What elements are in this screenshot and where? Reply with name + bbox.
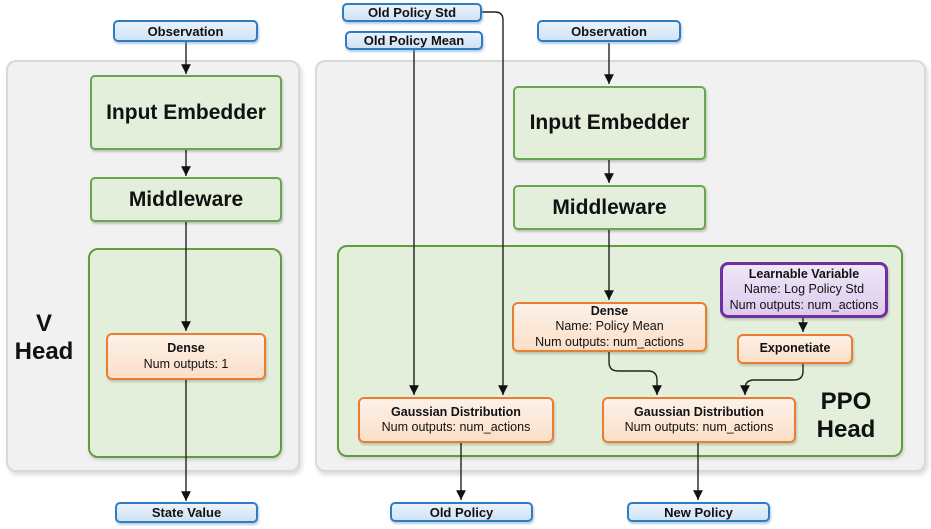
dense-name-ppo: Name: Policy Mean (555, 319, 664, 334)
gaussian-new-outputs: Num outputs: num_actions (624, 420, 774, 434)
middleware-node-ppo: Middleware (513, 185, 706, 230)
v-head-label-line1: V (35, 310, 52, 337)
observation-node-ppo: Observation (537, 20, 681, 42)
exponetiate-label: Exponetiate (759, 341, 831, 356)
observation-label-ppo: Observation (571, 23, 647, 39)
old-policy-label: Old Policy (429, 504, 494, 520)
dense-title-v: Dense (167, 341, 205, 355)
ppo-head-label-line1: PPO (820, 388, 872, 415)
observation-label-v: Observation (147, 23, 224, 39)
gaussian-old-outputs: Num outputs: num_actions (381, 420, 531, 434)
observation-node-v: Observation (113, 20, 258, 42)
new-policy-node: New Policy (627, 502, 770, 522)
edge-dense-to-gaussian-new (608, 352, 662, 395)
ppo-head-label-line2: Head (816, 416, 876, 443)
edge-old-policy-std-to-gaussian-old (482, 11, 508, 395)
new-policy-label: New Policy (664, 504, 733, 520)
input-embedder-label-v: Input Embedder (106, 100, 266, 124)
state-value-node: State Value (115, 502, 258, 523)
input-embedder-node-v: Input Embedder (90, 75, 282, 150)
dense-outputs-ppo: Num outputs: num_actions (535, 334, 684, 349)
gaussian-distribution-new-node: Gaussian Distribution Num outputs: num_a… (602, 397, 796, 443)
old-policy-std-label: Old Policy Std (367, 5, 457, 20)
learnable-variable-node: Learnable Variable Name: Log Policy Std … (720, 262, 888, 318)
learnable-variable-outputs: Num outputs: num_actions (729, 297, 879, 312)
old-policy-std-node: Old Policy Std (342, 3, 482, 22)
middleware-label-v: Middleware (128, 187, 244, 211)
old-policy-mean-node: Old Policy Mean (345, 31, 483, 50)
learnable-variable-title: Learnable Variable (748, 266, 860, 281)
dense-outputs-v: Num outputs: 1 (143, 356, 229, 371)
edge-exponetiate-to-gaussian-new (740, 364, 804, 395)
old-policy-node: Old Policy (390, 502, 533, 522)
gaussian-new-title: Gaussian Distribution (634, 404, 764, 419)
exponetiate-node: Exponetiate (737, 334, 853, 364)
dense-node-v: Dense Num outputs: 1 (106, 333, 266, 380)
middleware-label-ppo: Middleware (552, 195, 667, 219)
dense-title-ppo: Dense (590, 303, 629, 318)
input-embedder-label-ppo: Input Embedder (529, 111, 690, 134)
gaussian-distribution-old-node: Gaussian Distribution Num outputs: num_a… (358, 397, 554, 443)
v-head-label-line2: Head (14, 338, 74, 365)
middleware-node-v: Middleware (90, 177, 282, 222)
state-value-label: State Value (151, 505, 222, 520)
ppo-head-label: PPO Head (801, 388, 891, 444)
learnable-variable-name: Name: Log Policy Std (743, 282, 865, 297)
dense-node-ppo: Dense Name: Policy Mean Num outputs: num… (512, 302, 707, 352)
gaussian-old-title: Gaussian Distribution (391, 404, 521, 419)
v-head-label: V Head (10, 310, 78, 366)
old-policy-mean-label: Old Policy Mean (363, 33, 465, 48)
input-embedder-node-ppo: Input Embedder (513, 86, 706, 160)
